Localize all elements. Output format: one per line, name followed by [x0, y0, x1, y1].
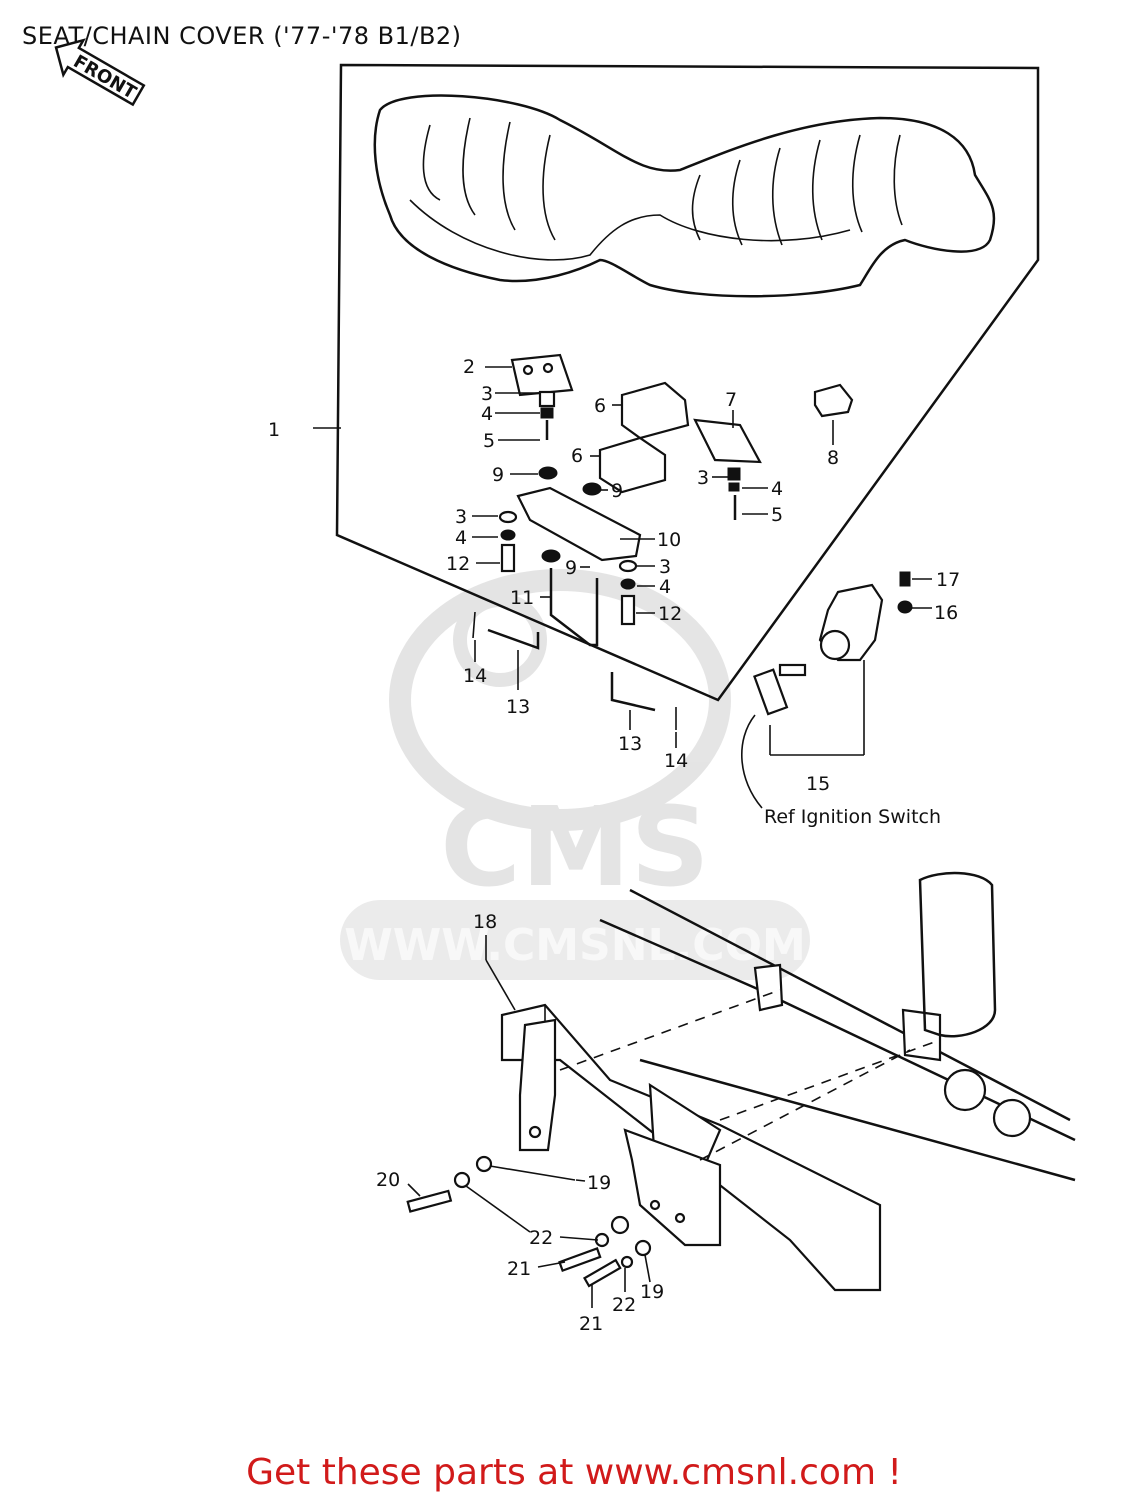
callout-4: 4 [481, 403, 493, 425]
part-8 [813, 383, 854, 418]
leader-lines [407, 366, 932, 1308]
washer-9b [582, 482, 602, 496]
callout-9-lower: 9 [565, 557, 577, 579]
seat [373, 94, 996, 298]
callout-14-right: 14 [664, 750, 688, 772]
callout-13-right: 13 [618, 733, 642, 755]
callout-4-left: 4 [455, 527, 467, 549]
callout-4-right: 4 [771, 478, 783, 500]
callout-6-lower: 6 [571, 445, 583, 467]
hinge-bracket-7 [693, 418, 762, 520]
callout-9-plate: 9 [611, 480, 623, 502]
cotter-pin-14a [472, 611, 476, 639]
callout-10: 10 [657, 529, 681, 551]
callout-22-lower: 22 [612, 1294, 636, 1316]
callout-21-lower: 21 [579, 1313, 603, 1335]
damper-6-upper [620, 381, 690, 440]
callout-12-right: 12 [658, 603, 682, 625]
pin-13-right [610, 672, 656, 712]
callout-1: 1 [268, 419, 280, 441]
callout-5-right: 5 [771, 504, 783, 526]
callout-2: 2 [463, 356, 475, 378]
callout-3-lower: 3 [659, 556, 671, 578]
callout-16: 16 [934, 602, 958, 624]
callout-20: 20 [376, 1169, 400, 1191]
callout-3: 3 [481, 383, 493, 405]
callout-18: 18 [473, 911, 497, 933]
callout-12: 12 [446, 553, 470, 575]
pin-13-left [487, 628, 540, 650]
plate-10 [516, 486, 642, 562]
front-direction-arrow: FRONT [54, 38, 146, 107]
damper-6-lower [598, 436, 667, 494]
washer-9a [538, 466, 558, 480]
callout-3-left: 3 [455, 506, 467, 528]
callout-8: 8 [827, 447, 839, 469]
cmsnl-watermark: CMS WWW.CMSNL.COM [340, 569, 810, 980]
ignition-switch-reference: Ref Ignition Switch [764, 806, 941, 828]
seat-assembly-outline [335, 63, 1040, 702]
callout-5: 5 [483, 430, 495, 452]
exploded-parts-diagram: CMS WWW.CMSNL.COM FRONT [54, 38, 1076, 1335]
washer-9c [541, 549, 561, 563]
callout-19: 19 [587, 1172, 611, 1194]
callout-3-right: 3 [697, 467, 709, 489]
footer-link[interactable]: Get these parts at www.cmsnl.com ! [246, 1452, 902, 1493]
watermark-logo: CMS [440, 783, 709, 911]
callout-4-lower: 4 [659, 576, 671, 598]
mounting-hardware [406, 1155, 652, 1288]
callout-21: 21 [507, 1258, 531, 1280]
callout-labels: 1 2 3 4 5 6 7 8 6 9 9 3 4 5 3 4 10 12 9 … [268, 356, 960, 1335]
ignition-lock-15 [740, 583, 884, 809]
screw-17 [899, 571, 911, 587]
callout-9: 9 [492, 464, 504, 486]
callout-13: 13 [506, 696, 530, 718]
swing-arm [559, 871, 1076, 1182]
callout-22: 22 [529, 1227, 553, 1249]
callout-6: 6 [594, 395, 606, 417]
callout-11: 11 [510, 587, 534, 609]
nut-16 [897, 600, 913, 614]
u-bolt-11 [549, 568, 599, 647]
callout-15: 15 [806, 773, 830, 795]
callout-7: 7 [725, 389, 737, 411]
watermark-url: WWW.CMSNL.COM [344, 920, 806, 971]
callout-17: 17 [936, 569, 960, 591]
diagram-title: SEAT/CHAIN COVER ('77-'78 B1/B2) [22, 22, 462, 50]
hinge-bracket-2 [510, 353, 574, 440]
chain-cover-18 [500, 1003, 882, 1292]
callout-14: 14 [463, 665, 487, 687]
callout-19-lower: 19 [640, 1281, 664, 1303]
